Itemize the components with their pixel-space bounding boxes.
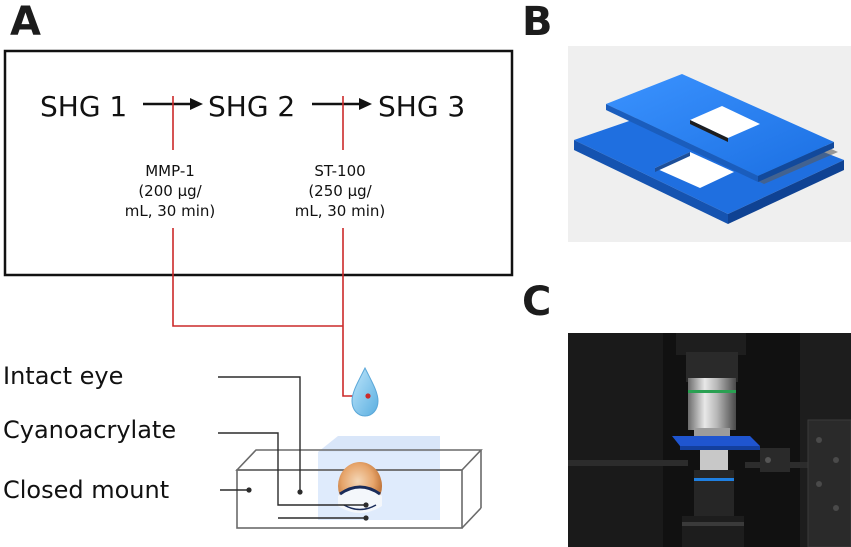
label-closed-mount: Closed mount (3, 476, 169, 504)
closed-mount-illustration (218, 376, 483, 529)
workflow-box (3, 49, 514, 277)
panel-label-a: A (10, 0, 41, 45)
panel-c-photo (568, 333, 851, 547)
treatment-2-time: mL, 30 min) (295, 202, 386, 220)
panel-label-b: B (522, 0, 553, 45)
treatment-1-time: mL, 30 min) (125, 202, 216, 220)
arrow-right-icon (312, 98, 372, 110)
step-shg-2: SHG 2 (208, 90, 295, 123)
treatment-2-name: ST-100 (314, 162, 365, 180)
arrow-right-icon (143, 98, 203, 110)
label-cyanoacrylate: Cyanoacrylate (3, 416, 176, 444)
drop-icon (351, 366, 379, 417)
step-shg-3: SHG 3 (378, 90, 465, 123)
label-intact-eye: Intact eye (3, 362, 123, 390)
panel-label-c: C (522, 279, 552, 325)
step-shg-1: SHG 1 (40, 90, 127, 123)
treatment-2-dose: (250 μg/ (308, 182, 372, 200)
eye-icon (338, 462, 382, 513)
panel-b-render (568, 46, 851, 242)
treatment-1-name: MMP-1 (145, 162, 195, 180)
treatment-1-dose: (200 μg/ (138, 182, 202, 200)
